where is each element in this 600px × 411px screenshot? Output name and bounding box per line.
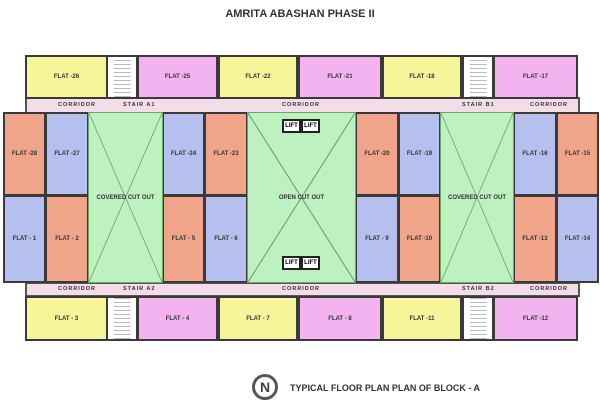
- flat-unit: FLAT -10: [398, 195, 441, 283]
- flat-unit: FLAT - 5: [162, 195, 205, 283]
- flat-unit: FLAT -11: [382, 296, 462, 341]
- stair-label: STAIR B1: [462, 102, 495, 108]
- flat-unit: FLAT - 4: [137, 296, 218, 341]
- cutout-area: COVERED CUT OUT: [88, 112, 163, 283]
- flat-unit: FLAT -24: [162, 112, 205, 196]
- plan-title: AMRITA ABASHAN PHASE II: [225, 8, 375, 20]
- corridor-label: CORRIDOR: [282, 286, 320, 292]
- flat-unit: FLAT -25: [137, 55, 218, 99]
- corridor-label: CORRIDOR: [58, 102, 96, 108]
- corridor-label: CORRIDOR: [530, 286, 568, 292]
- cutout-label: COVERED CUT OUT: [447, 194, 506, 201]
- flat-unit: FLAT -12: [493, 296, 578, 341]
- flat-unit: FLAT - 2: [45, 195, 89, 283]
- north-logo: N: [252, 374, 278, 400]
- flat-unit: FLAT -19: [398, 112, 441, 196]
- footer-title: TYPICAL FLOOR PLAN PLAN OF BLOCK - A: [290, 383, 480, 393]
- flat-unit: FLAT - 8: [298, 296, 382, 341]
- flat-unit: FLAT -23: [204, 112, 248, 196]
- stair-label: STAIR B2: [462, 286, 495, 292]
- lift: LIFT: [282, 256, 301, 270]
- flat-unit: FLAT -14: [556, 195, 599, 283]
- flat-unit: FLAT - 3: [25, 296, 108, 341]
- flat-unit: FLAT - 1: [3, 195, 46, 283]
- flat-unit: FLAT -22: [218, 55, 298, 99]
- lift: LIFT: [301, 256, 320, 270]
- flat-unit: FLAT -18: [382, 55, 462, 99]
- flat-unit: FLAT - 7: [218, 296, 298, 341]
- flat-unit: FLAT -17: [493, 55, 578, 99]
- flat-unit: FLAT -26: [25, 55, 108, 99]
- cutout-area: COVERED CUT OUT: [440, 112, 514, 283]
- corridor-label: CORRIDOR: [282, 102, 320, 108]
- staircase: [106, 296, 138, 341]
- flat-unit: FLAT -15: [556, 112, 599, 196]
- flat-unit: FLAT -28: [3, 112, 46, 196]
- staircase: [462, 296, 494, 341]
- corridor-label: CORRIDOR: [530, 102, 568, 108]
- staircase: [462, 55, 494, 99]
- corridor-label: CORRIDOR: [58, 286, 96, 292]
- flat-unit: FLAT -20: [355, 112, 399, 196]
- stair-label: STAIR A2: [123, 286, 156, 292]
- flat-unit: FLAT -13: [513, 195, 557, 283]
- flat-unit: FLAT - 6: [204, 195, 248, 283]
- staircase: [106, 55, 138, 99]
- stair-label: STAIR A1: [123, 102, 156, 108]
- cutout-area: OPEN CUT OUT: [247, 112, 356, 283]
- flat-unit: FLAT - 9: [355, 195, 399, 283]
- flat-unit: FLAT -21: [298, 55, 382, 99]
- lift: LIFT: [282, 119, 301, 133]
- flat-unit: FLAT -27: [45, 112, 89, 196]
- cutout-label: COVERED CUT OUT: [96, 194, 155, 201]
- cutout-label: OPEN CUT OUT: [278, 194, 325, 201]
- lift: LIFT: [301, 119, 320, 133]
- flat-unit: FLAT -16: [513, 112, 557, 196]
